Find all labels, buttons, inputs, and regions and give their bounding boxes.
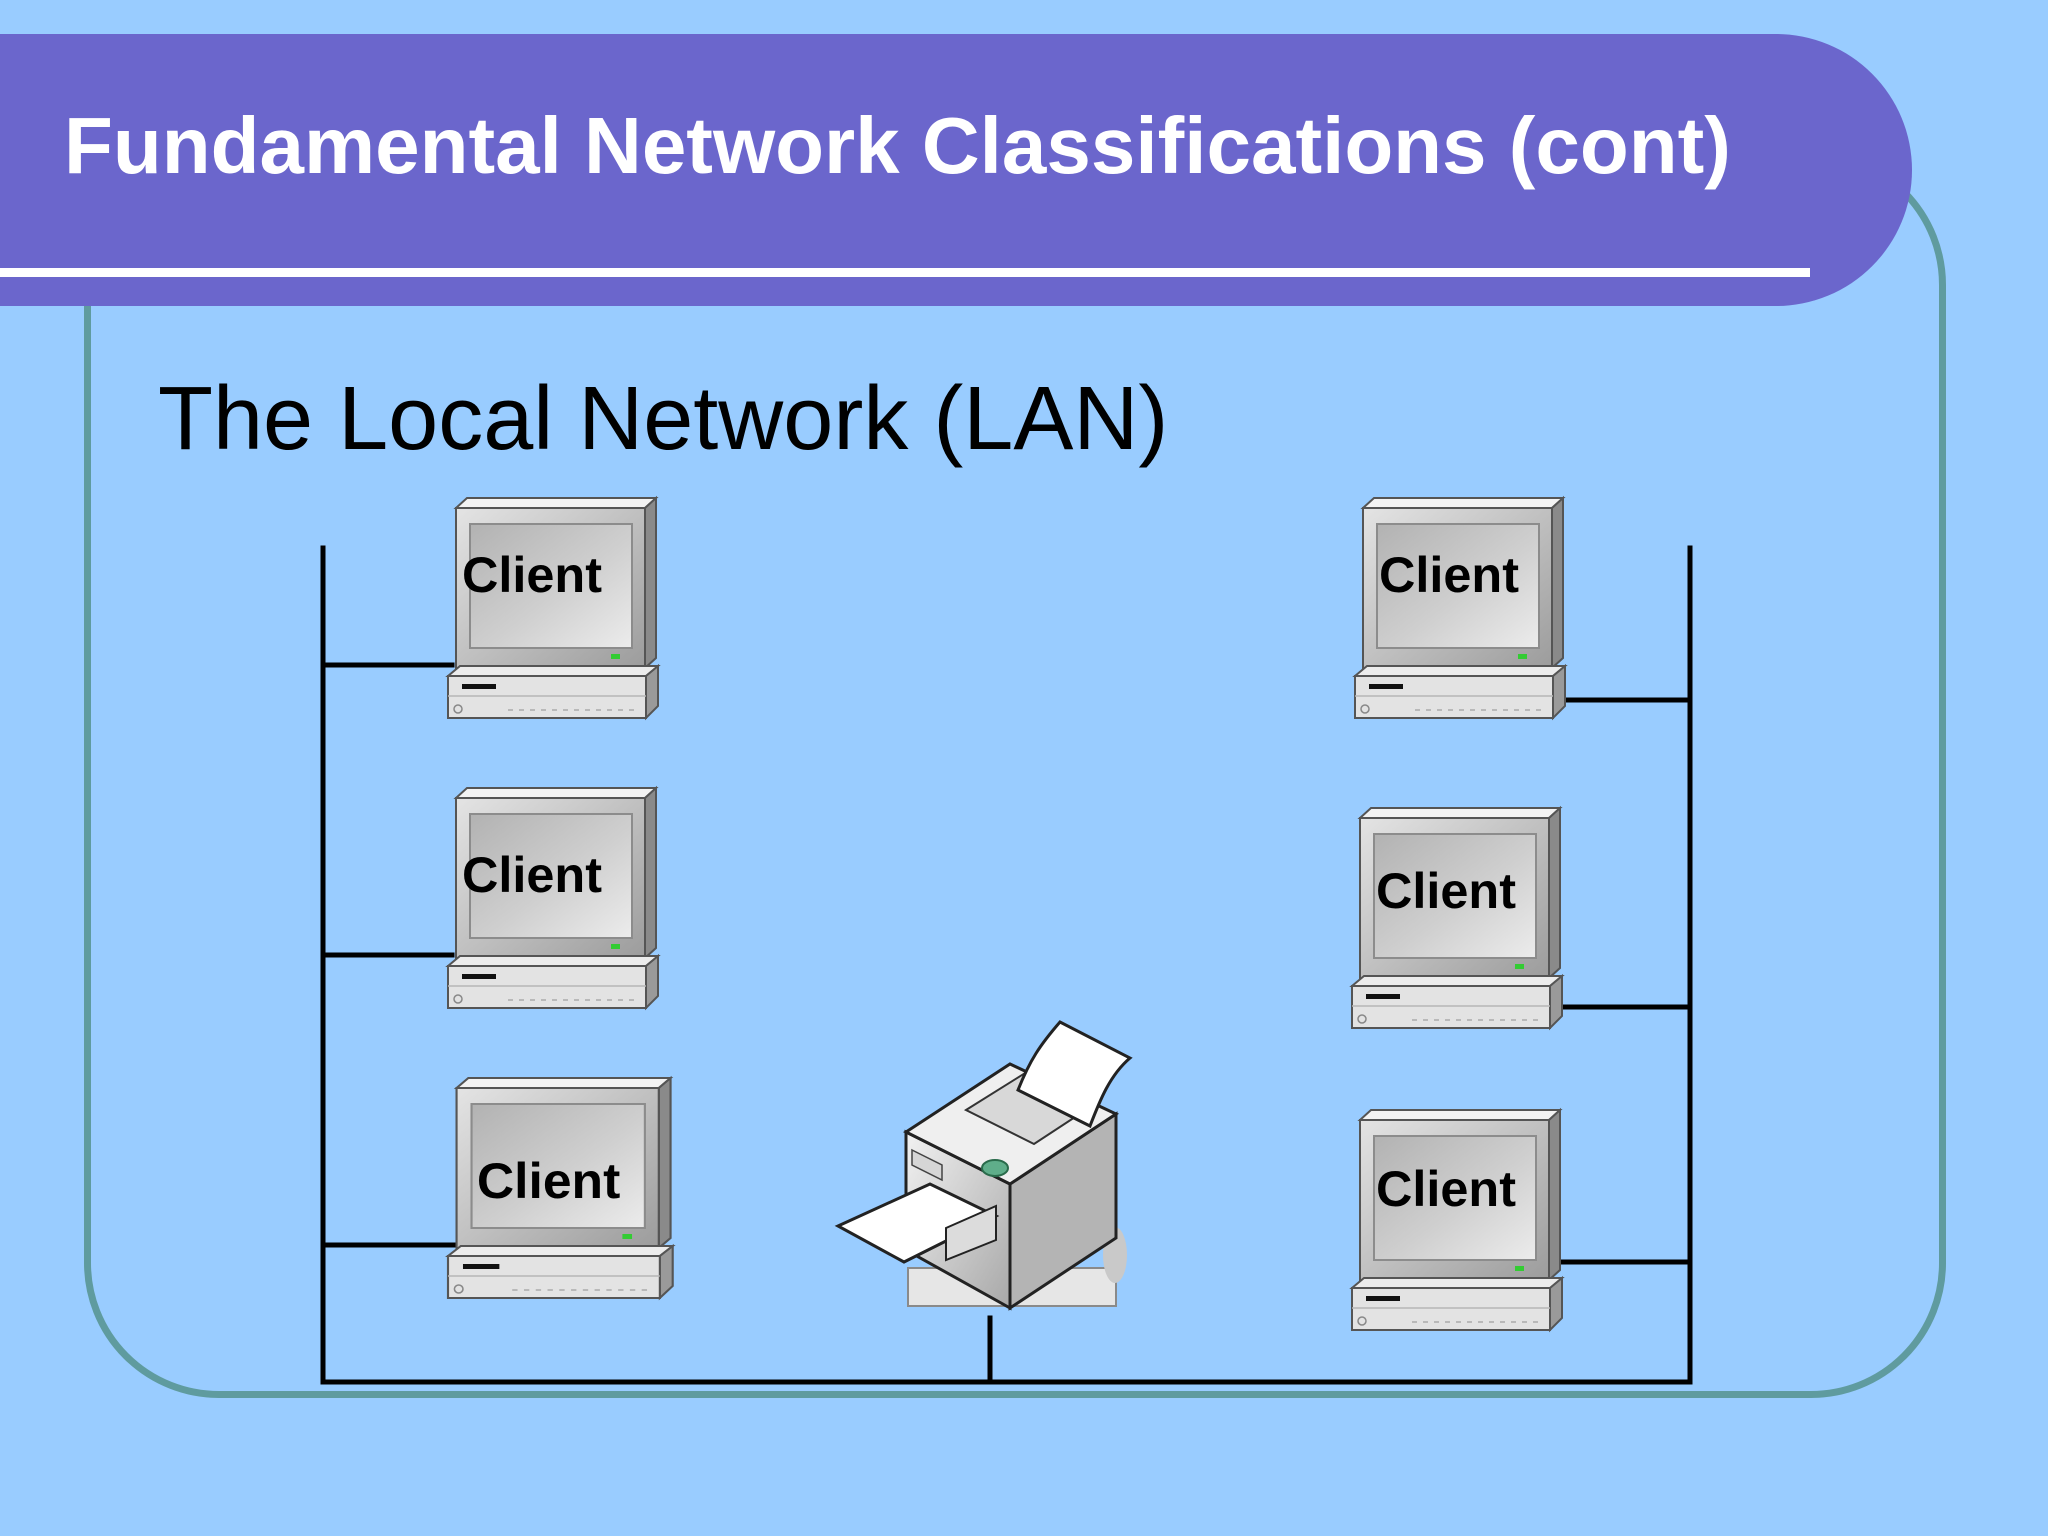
slide-subtitle: The Local Network (LAN) xyxy=(158,369,1169,469)
network-cabling xyxy=(320,545,1693,1385)
title-bar xyxy=(0,34,1912,306)
client-computer: Client xyxy=(446,1076,674,1300)
client-label: Client xyxy=(477,1153,620,1209)
client-label: Client xyxy=(1379,547,1519,603)
client-computer: Client xyxy=(447,787,659,1009)
client-label: Client xyxy=(1376,863,1516,919)
client-computer: Client xyxy=(1351,1109,1563,1331)
client-computer: Client xyxy=(447,497,659,719)
slide-title: Fundamental Network Classifications (con… xyxy=(64,101,1731,190)
client-computer: Client xyxy=(1351,807,1563,1029)
client-label: Client xyxy=(462,847,602,903)
printer-icon xyxy=(834,1020,1133,1311)
client-computer: Client xyxy=(1354,497,1566,719)
client-label: Client xyxy=(1376,1161,1516,1217)
client-label: Client xyxy=(462,547,602,603)
title-underline xyxy=(0,268,1810,277)
